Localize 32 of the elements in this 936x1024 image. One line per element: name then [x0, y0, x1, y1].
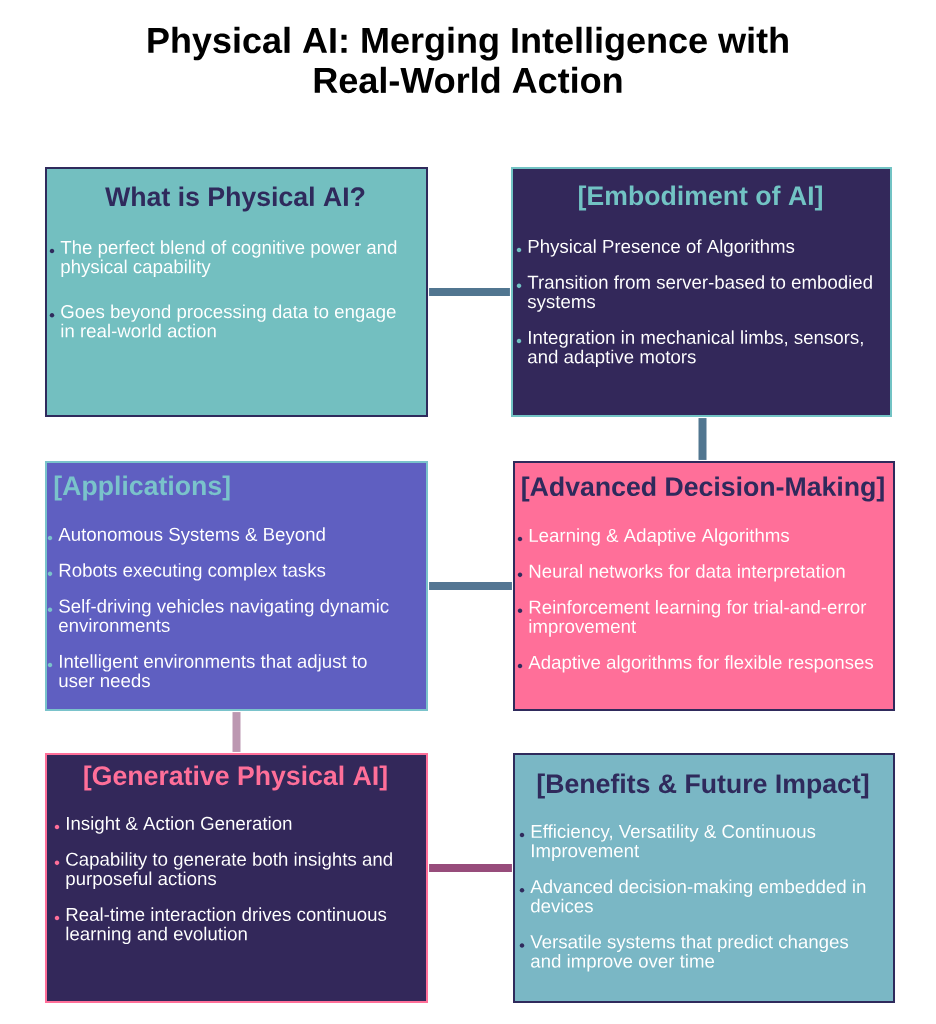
content-box — [45, 167, 428, 417]
list-item: Transition from server-based to embodied systems — [527, 275, 872, 312]
content-box — [511, 167, 892, 417]
list-item: Adaptive algorithms for flexible responses — [528, 655, 874, 673]
list-item: Physical Presence of Algorithms — [528, 239, 795, 257]
box-heading: [Generative Physical AI] — [84, 765, 387, 791]
list-item: Goes beyond processing data to engage in real-world action — [61, 304, 396, 338]
list-item: Insight & Action Generation — [67, 816, 292, 834]
list-item: Versatile systems that predict changes and improve over time — [530, 934, 849, 972]
list-item: The perfect blend of cognitive power and physical capability — [60, 240, 397, 277]
list-item: Autonomous Systems & Beyond — [58, 527, 325, 545]
box-heading: [Benefits & Future Impact] — [537, 773, 869, 799]
list-item: Reinforcement learning for trial-and-error improvement — [529, 600, 867, 637]
list-item: Self-driving vehicles navigating dynamic environments — [59, 599, 389, 633]
list-item: Real-time interaction drives continuous learning and evolution — [66, 907, 387, 945]
list-item: Learning & Adaptive Algorithms — [529, 528, 789, 546]
diagram-title: Physical AI: Merging Intelligence with Real-World Action — [148, 26, 788, 94]
list-item: Capability to generate both insights and purposeful actions — [66, 852, 392, 889]
box-heading: What is Physical AI? — [105, 186, 365, 212]
box-heading: [Embodiment of AI] — [579, 185, 822, 211]
box-heading: [Advanced Decision-Making] — [522, 476, 884, 502]
list-item: Robots executing complex tasks — [59, 563, 326, 581]
content-box — [513, 461, 895, 711]
content-box — [513, 753, 895, 1003]
box-heading: [Applications] — [54, 475, 230, 501]
list-item: Integration in mechanical limbs, sensors, and adaptive motors — [528, 330, 863, 368]
list-item: Neural networks for data interpretation — [529, 564, 845, 582]
list-item: Intelligent environments that adjust to user needs — [59, 654, 367, 688]
list-item: Efficiency, Versatility & Continuous Improvement — [531, 824, 816, 861]
content-box — [45, 753, 428, 1003]
content-box — [45, 461, 428, 711]
list-item: Advanced decision-making embedded in devices — [530, 879, 866, 913]
